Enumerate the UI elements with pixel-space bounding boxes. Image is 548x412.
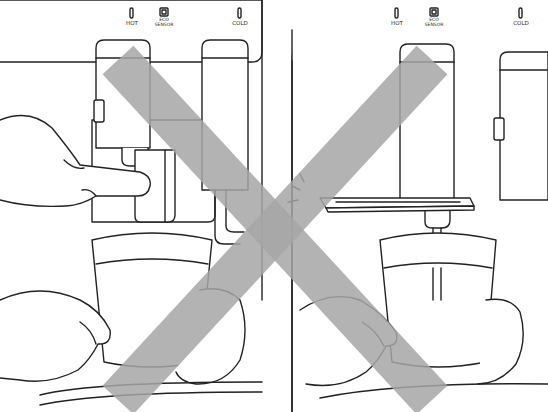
panel-label: COLD — [510, 21, 532, 27]
prohibition-cross — [118, 60, 432, 400]
panel-label: HOT — [122, 21, 142, 27]
panel-label: ECO SENSOR — [151, 18, 177, 27]
panel-label: ECO SENSOR — [421, 18, 447, 27]
panel-label: COLD — [229, 21, 251, 27]
panel-label: HOT — [387, 21, 407, 27]
